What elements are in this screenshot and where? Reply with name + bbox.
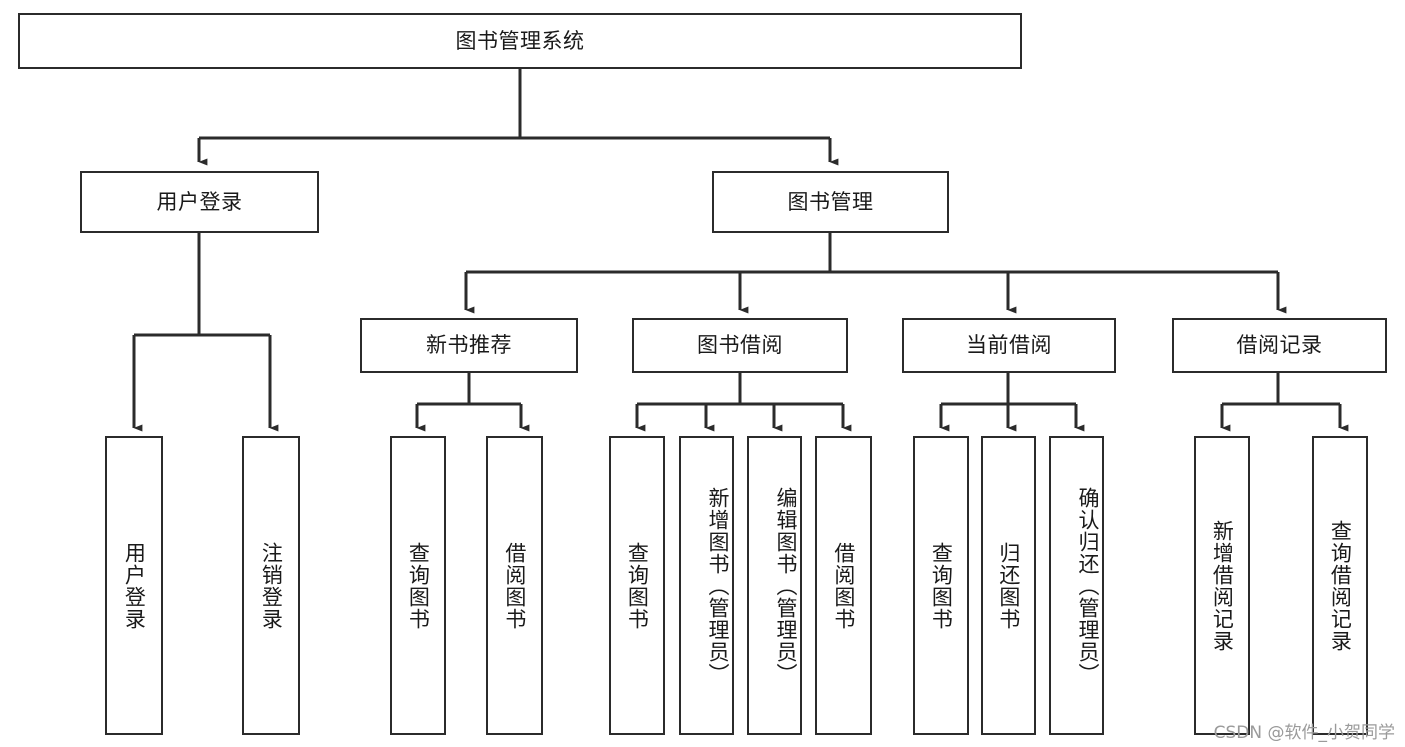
node-root[interactable]: 图书管理系统 (18, 13, 1022, 69)
node-leaf-query-book-1[interactable]: 查询图书 (390, 436, 446, 735)
node-borrow-record[interactable]: 借阅记录 (1172, 318, 1387, 373)
csdn-watermark: CSDN @软件_小贺同学 (1213, 723, 1395, 743)
node-leaf-query-borrow-record[interactable]: 查询借阅记录 (1312, 436, 1368, 735)
node-leaf-borrow-book-2-label: 借阅图书 (831, 541, 856, 630)
node-leaf-query-book-3[interactable]: 查询图书 (913, 436, 969, 735)
node-leaf-borrow-book-1-label: 借阅图书 (502, 541, 527, 630)
node-leaf-query-book-2[interactable]: 查询图书 (609, 436, 665, 735)
node-leaf-return-book-label: 归还图书 (996, 541, 1021, 630)
node-current-borrow[interactable]: 当前借阅 (902, 318, 1116, 373)
node-new-book-recommend[interactable]: 新书推荐 (360, 318, 578, 373)
node-leaf-login-label: 用户登录 (122, 541, 147, 630)
node-leaf-query-book-3-label: 查询图书 (929, 541, 954, 630)
node-leaf-edit-book-admin[interactable]: 编辑图书（管理员） (747, 436, 802, 735)
node-leaf-login[interactable]: 用户登录 (105, 436, 163, 735)
node-book-management[interactable]: 图书管理 (712, 171, 949, 233)
node-borrow-record-label: 借阅记录 (1236, 333, 1323, 358)
node-root-label: 图书管理系统 (455, 28, 585, 53)
node-leaf-borrow-book-1[interactable]: 借阅图书 (486, 436, 543, 735)
node-leaf-query-borrow-record-label: 查询借阅记录 (1328, 519, 1353, 652)
node-leaf-borrow-book-2[interactable]: 借阅图书 (815, 436, 872, 735)
node-leaf-edit-book-admin-label: 编辑图书（管理员） (774, 486, 798, 685)
node-leaf-add-book-admin-label: 新增图书（管理员） (706, 486, 730, 685)
node-book-management-label: 图书管理 (787, 189, 874, 214)
node-book-borrow-label: 图书借阅 (697, 333, 783, 358)
node-user-login-label: 用户登录 (156, 189, 243, 214)
node-leaf-add-borrow-record[interactable]: 新增借阅记录 (1194, 436, 1250, 735)
node-book-borrow[interactable]: 图书借阅 (632, 318, 848, 373)
node-new-book-recommend-label: 新书推荐 (426, 333, 512, 358)
node-leaf-add-book-admin[interactable]: 新增图书（管理员） (679, 436, 734, 735)
node-leaf-query-book-2-label: 查询图书 (625, 541, 650, 630)
node-leaf-confirm-return-admin-label: 确认归还（管理员） (1076, 486, 1100, 685)
node-leaf-return-book[interactable]: 归还图书 (981, 436, 1036, 735)
node-user-login[interactable]: 用户登录 (80, 171, 319, 233)
node-leaf-query-book-1-label: 查询图书 (406, 541, 431, 630)
node-leaf-logout[interactable]: 注销登录 (242, 436, 300, 735)
node-current-borrow-label: 当前借阅 (966, 333, 1052, 358)
node-leaf-confirm-return-admin[interactable]: 确认归还（管理员） (1049, 436, 1104, 735)
node-leaf-add-borrow-record-label: 新增借阅记录 (1210, 519, 1235, 652)
node-leaf-logout-label: 注销登录 (259, 541, 284, 630)
